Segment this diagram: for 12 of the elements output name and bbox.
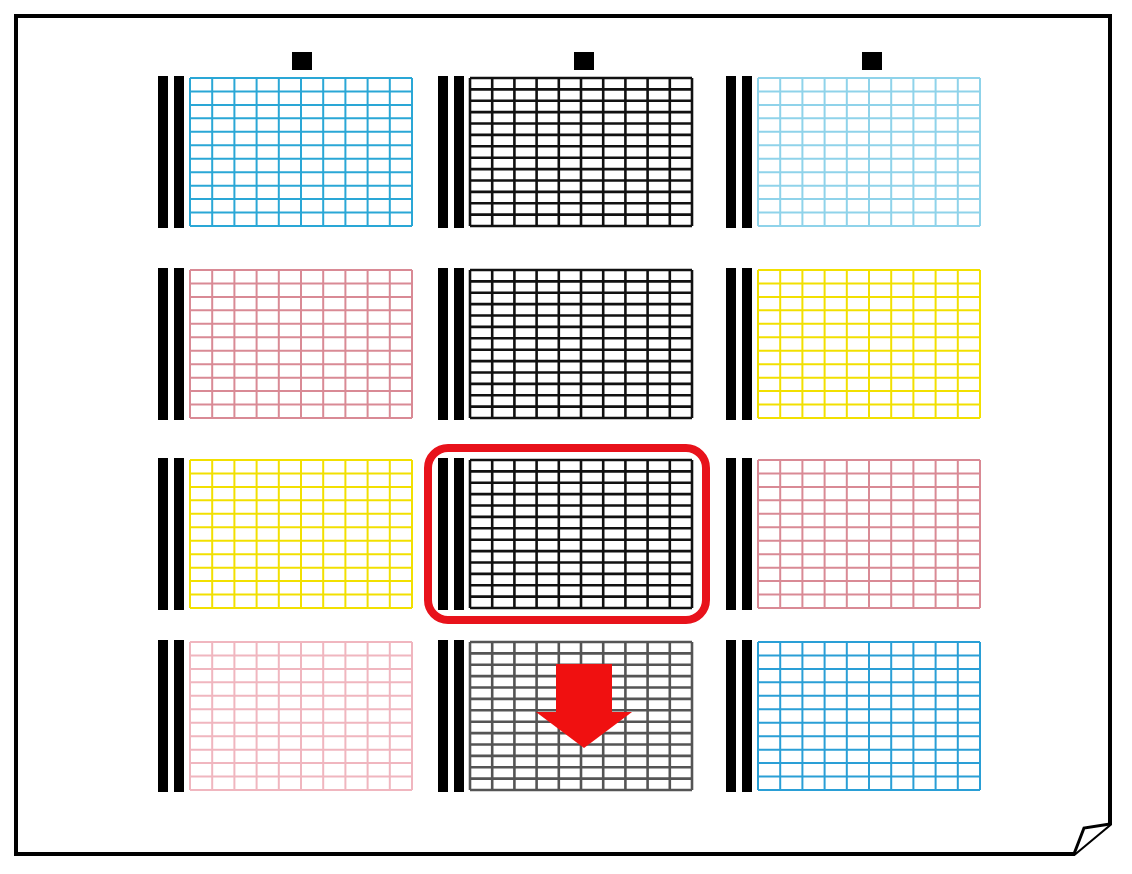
nozzle-check-pattern bbox=[436, 76, 696, 228]
nozzle-check-pattern bbox=[724, 76, 984, 228]
nozzle-check-pattern bbox=[724, 268, 984, 420]
nozzle-check-pattern bbox=[156, 458, 416, 610]
nozzle-check-pattern bbox=[436, 458, 696, 610]
nozzle-check-pattern bbox=[724, 458, 984, 610]
nozzle-check-pattern bbox=[156, 268, 416, 420]
nozzle-check-pattern bbox=[156, 640, 416, 792]
nozzle-check-pattern bbox=[436, 268, 696, 420]
nozzle-check-pattern bbox=[436, 640, 696, 792]
nozzle-check-pattern bbox=[156, 76, 416, 228]
nozzle-check-pattern bbox=[724, 640, 984, 792]
